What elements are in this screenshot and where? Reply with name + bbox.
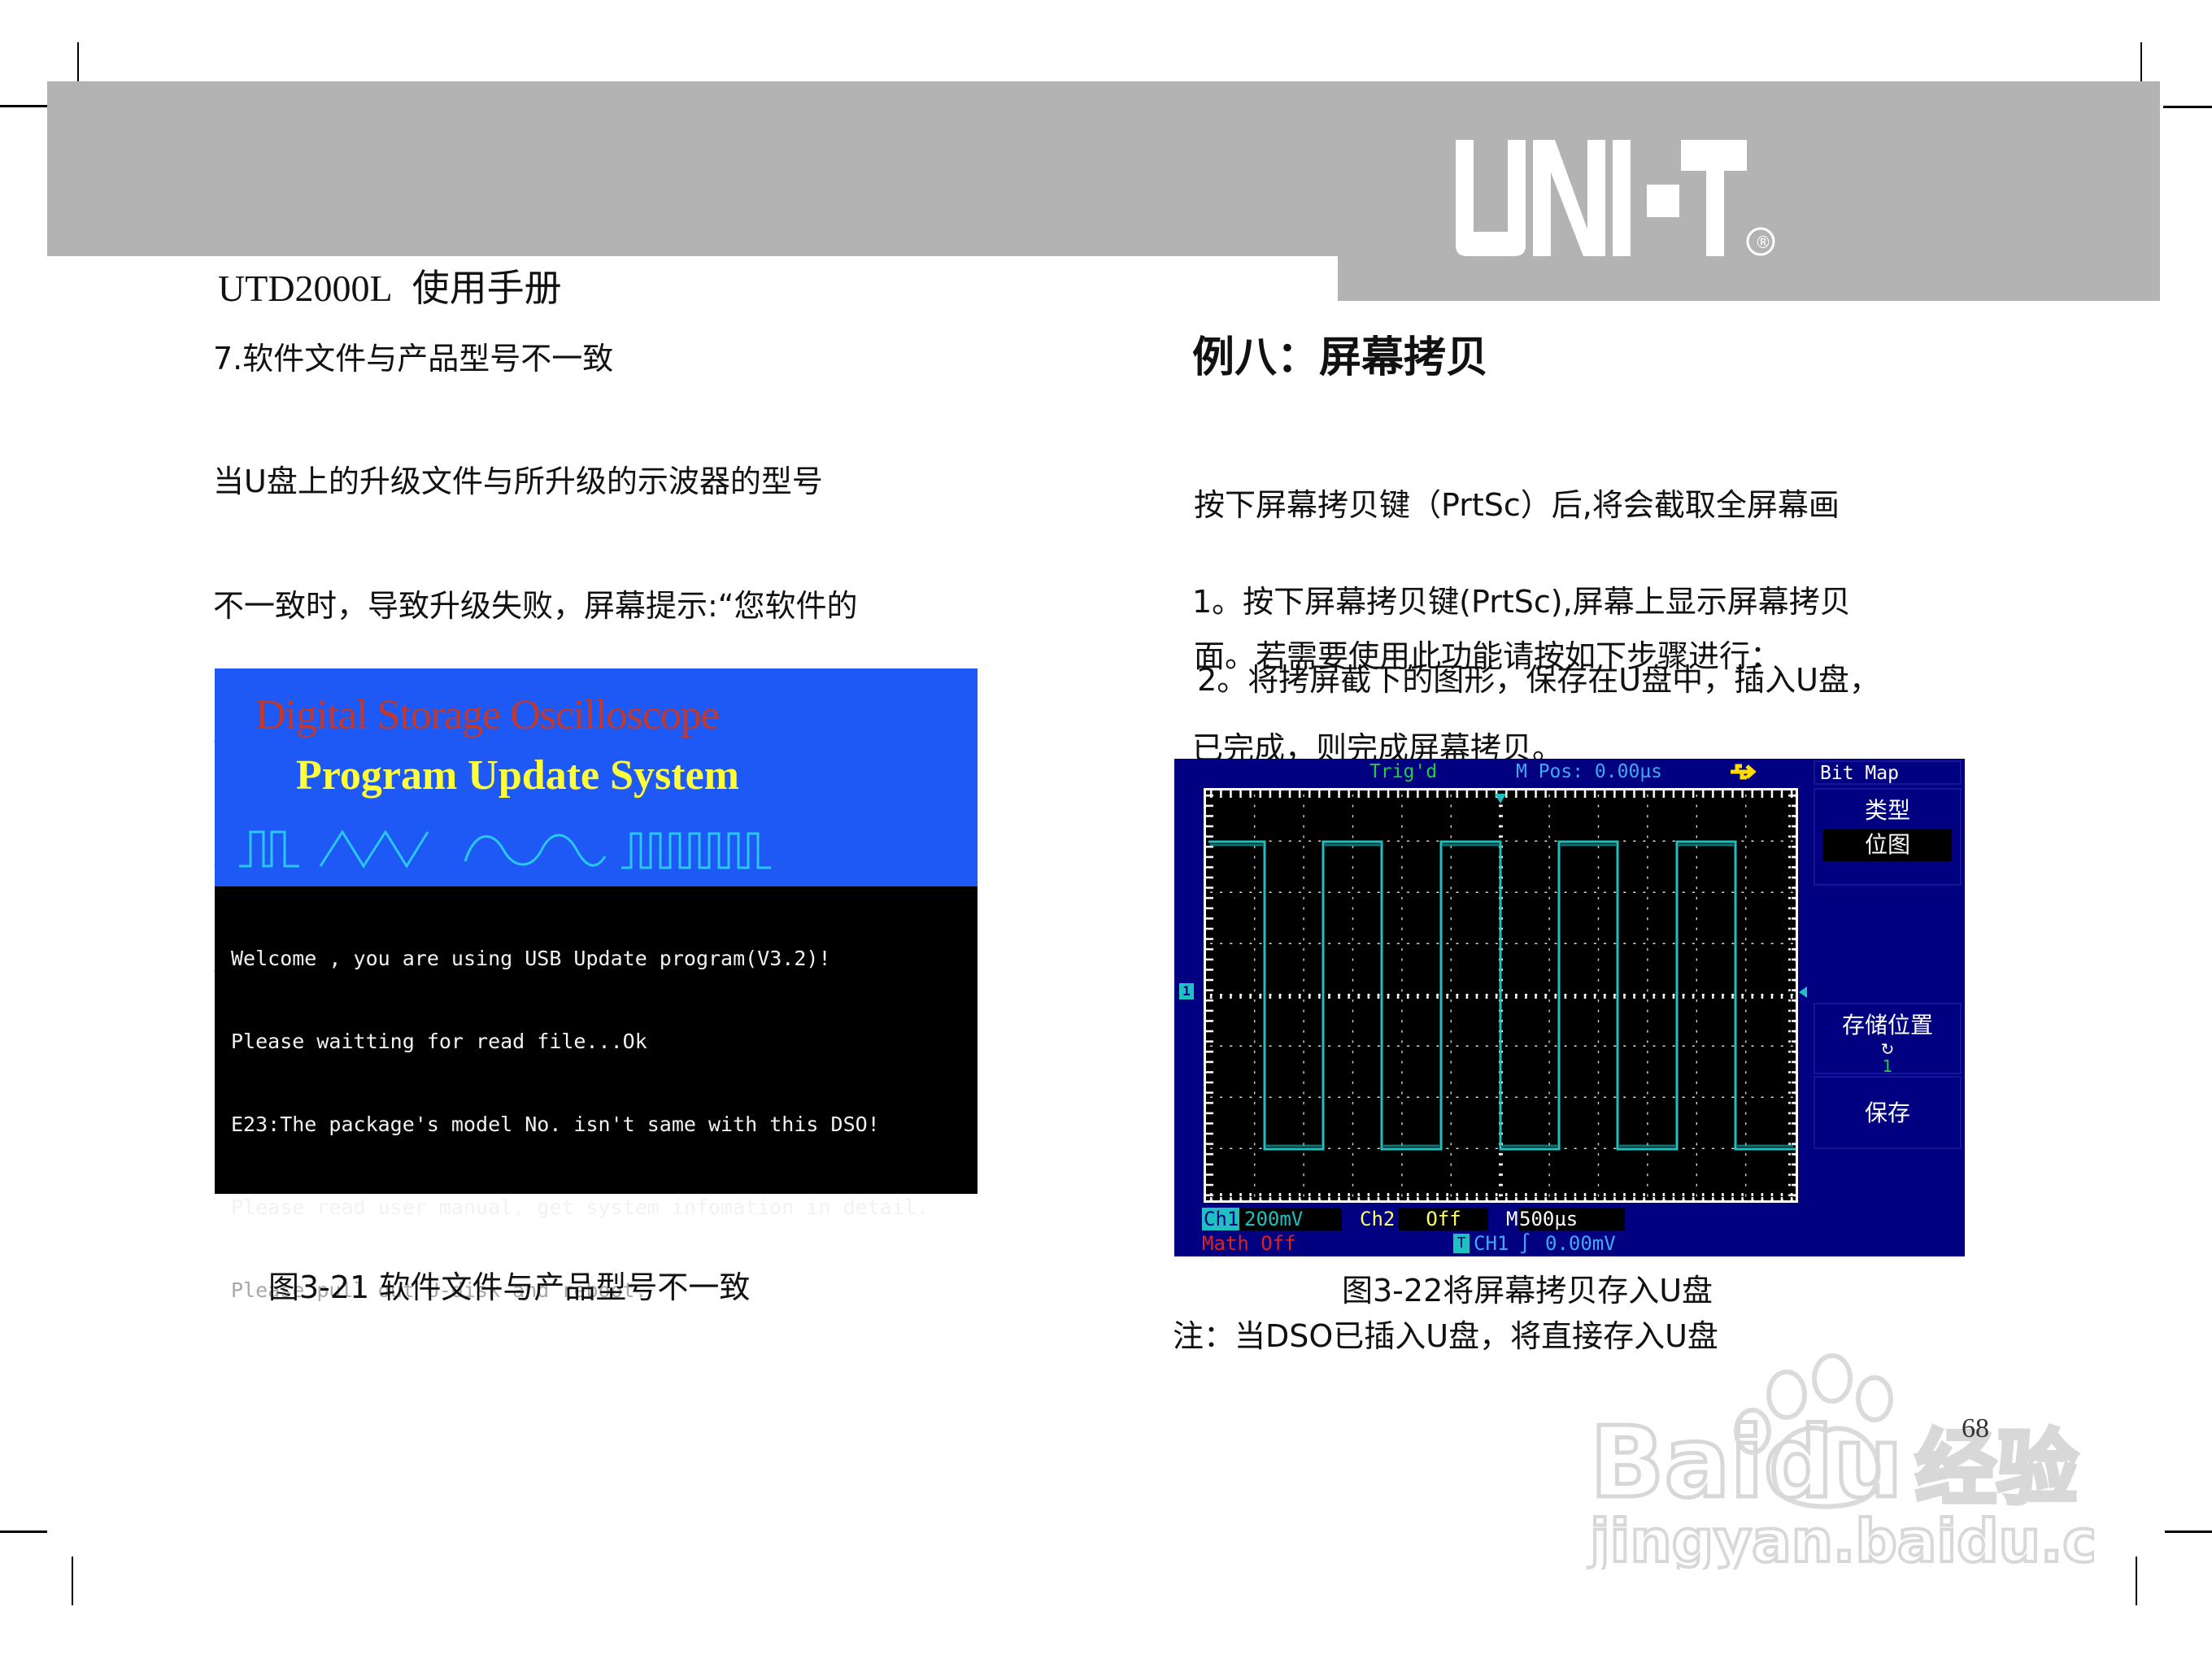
figure-caption-3-22: 图3-22将屏幕拷贝存入U盘 [1342, 1273, 1713, 1308]
menu-value-bitmap: 位图 [1823, 829, 1952, 861]
trigger-level: 0.00mV [1545, 1232, 1616, 1255]
left-section-heading: 7.软件文件与产品型号不一致 [213, 341, 614, 377]
console-line: Please pull out U-disk and reboot. [231, 1278, 647, 1302]
ch1-ground-marker: 1 [1179, 983, 1194, 999]
waveform-grid [1204, 788, 1798, 1203]
update-title-system: Program Update System [296, 752, 739, 799]
body-line: 按下屏幕拷贝键（PrtSc）后,将会截取全屏幕画 [1194, 487, 1840, 523]
menu-label-storage-location: 存储位置 [1841, 1012, 1933, 1039]
triangle-wave-icon [319, 830, 429, 869]
body-line: 不一致时，导致升级失败，屏幕提示:“您软件的 [213, 588, 858, 624]
console-line: Please waitting for read file...Ok [231, 1030, 647, 1053]
crop-mark [2165, 1531, 2212, 1533]
ch2-label: Ch2 [1360, 1208, 1396, 1230]
body-line: 面。若需要使用此功能请按如下步骤进行： [1194, 638, 1782, 674]
trigger-icon: T [1453, 1234, 1470, 1253]
figure-caption-3-21: 图3-21 软件文件与产品型号不一致 [268, 1269, 751, 1305]
update-console: Welcome , you are using USB Update progr… [231, 890, 929, 1360]
usb-icon [1729, 762, 1761, 788]
trigger-level-marker [1799, 986, 1807, 998]
ch1-label: Ch1 [1202, 1208, 1241, 1230]
crop-mark [0, 1531, 47, 1533]
trigger-status: Trig'd [1369, 761, 1438, 782]
console-line: Please read user manual, get system info… [231, 1195, 929, 1219]
timebase-value: 500µs [1519, 1208, 1625, 1230]
trigger-source: CH1 [1474, 1232, 1509, 1255]
sine-wave-icon [464, 834, 607, 867]
menu-item-storage-location[interactable]: 存储位置 ↻ 1 [1814, 1003, 1962, 1074]
body-line: 1。按下屏幕拷贝键(PrtSc),屏幕上显示屏幕拷贝 [1192, 584, 1851, 620]
note: 注：当DSO已插入U盘，将直接存入U盘 [1173, 1318, 1718, 1354]
page-number: 68 [1962, 1413, 1989, 1443]
ch1-scale: 200mV [1239, 1208, 1342, 1230]
svg-text:经验: 经验 [1915, 1421, 2078, 1516]
body-line: 2。将拷屏截下的图形，保存在U盘中，插入U盘， [1187, 662, 1880, 698]
update-screen-figure: Digital Storage Oscilloscope Program Upd… [215, 668, 978, 1302]
header-band [47, 81, 1340, 256]
svg-text:Baidu: Baidu [1590, 1407, 1903, 1520]
uni-t-logo: ® [1456, 140, 2025, 262]
menu-label-save: 保存 [1864, 1099, 1910, 1126]
body-line: 当U盘上的升级文件与所升级的示波器的型号 [213, 464, 823, 499]
console-line: Welcome , you are using USB Update progr… [231, 947, 831, 970]
square-burst-wave-icon [621, 832, 771, 869]
svg-text:jingyan.baidu.com: jingyan.baidu.com [1587, 1507, 2094, 1570]
crop-mark [2163, 106, 2212, 108]
manual-model: UTD2000L [218, 268, 393, 309]
header-band-logo-area [1338, 81, 2160, 301]
update-screen-banner: Digital Storage Oscilloscope Program Upd… [215, 668, 978, 886]
oscilloscope-screen: Trig'd M Pos: 0.00µs [1174, 759, 1965, 1256]
wave-icons [239, 827, 808, 879]
crop-mark [2136, 1557, 2137, 1605]
trigger-slope-icon: ∫ [1519, 1232, 1531, 1255]
pulse-wave-icon [239, 830, 299, 868]
menu-title-bitmap: Bit Map [1814, 760, 1962, 785]
update-title-dso: Digital Storage Oscilloscope [255, 692, 720, 738]
manual-title-text: 使用手册 [411, 266, 562, 310]
svg-text:®: ® [1755, 233, 1771, 252]
knob-icon: ↻ [1880, 1039, 1895, 1059]
intro-paragraph: 按下屏幕拷贝键（PrtSc）后,将会截取全屏幕画 面。若需要使用此功能请按如下步… [1194, 379, 1840, 732]
crop-mark [0, 105, 47, 107]
menu-item-save[interactable]: 保存 [1814, 1076, 1962, 1149]
ch2-scale: Off [1399, 1208, 1488, 1230]
menu-label-type: 类型 [1864, 797, 1910, 824]
manual-title: UTD2000L 使用手册 [218, 259, 562, 312]
console-line: E23:The package's model No. isn't same w… [231, 1113, 880, 1136]
section-heading: 例八：屏幕拷贝 [1192, 333, 1489, 382]
baidu-jingyan-watermark: Baidu 经验 jingyan.baidu.com [1574, 1342, 2200, 1577]
horizontal-position: M Pos: 0.00µs [1516, 761, 1663, 782]
crop-mark [77, 42, 79, 81]
storage-location-value: 1 [1882, 1056, 1893, 1076]
ch1-trace [1208, 840, 1796, 1151]
math-status: Math Off [1202, 1232, 1296, 1255]
menu-item-type[interactable]: 类型 位图 [1814, 788, 1962, 886]
trigger-position-marker [1495, 794, 1506, 803]
crop-mark [72, 1557, 73, 1605]
crop-mark [2140, 42, 2142, 81]
timebase-label: M [1506, 1208, 1518, 1230]
